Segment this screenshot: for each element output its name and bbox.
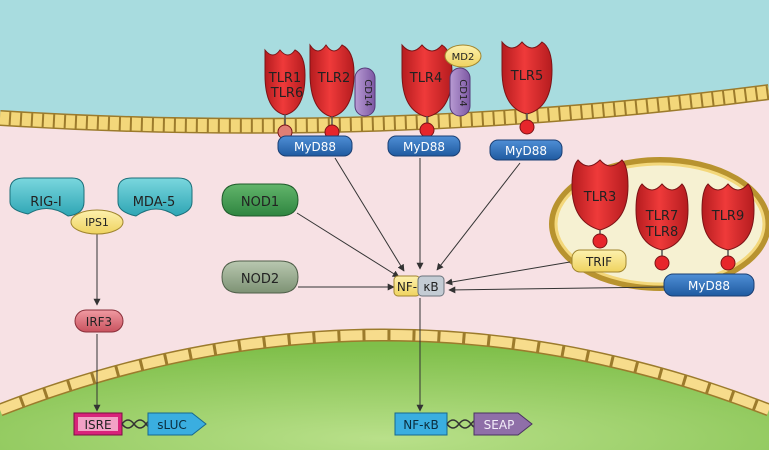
plasma-membrane xyxy=(0,84,769,134)
cd14-a: CD14 xyxy=(354,67,376,117)
isre-promoter: ISRE xyxy=(73,412,123,436)
myd88-1-label: MyD88 xyxy=(294,140,336,154)
tlr3-receptor xyxy=(571,159,629,249)
mda5-label: MDA-5 xyxy=(133,195,176,210)
md2-protein: MD2 xyxy=(444,44,482,68)
myd88-2-label: MyD88 xyxy=(403,140,445,154)
tlr3-label: TLR3 xyxy=(583,190,617,205)
myd88-3-label: MyD88 xyxy=(505,144,547,158)
myd88-adaptor-2: MyD88 xyxy=(387,135,461,157)
myd88-adaptor-1: MyD88 xyxy=(277,135,353,157)
tlr5-label: TLR5 xyxy=(510,69,544,84)
seap-label: SEAP xyxy=(484,418,515,432)
kb-label: κB xyxy=(423,280,438,294)
tlr2-label: TLR2 xyxy=(317,71,351,86)
ips1-adaptor: IPS1 xyxy=(70,209,124,235)
nfkb-promoter: NF-κB xyxy=(394,412,448,436)
nf-label: NF- xyxy=(397,280,417,294)
mda5-protein: MDA-5 xyxy=(117,177,193,217)
tlr5-receptor xyxy=(501,40,553,135)
irf3-factor: IRF3 xyxy=(74,309,124,333)
md2-label: MD2 xyxy=(452,52,475,63)
trif-adaptor: TRIF xyxy=(571,249,627,273)
cd14-b: CD14 xyxy=(449,67,471,117)
trif-label: TRIF xyxy=(585,255,612,269)
tlr8-label: TLR8 xyxy=(645,225,679,240)
tlr7-tlr8-receptor xyxy=(635,183,689,271)
sluc-label: sLUC xyxy=(157,418,187,432)
tlr1-tlr6-receptor xyxy=(264,48,306,140)
isre-label: ISRE xyxy=(84,418,111,432)
myd88-adaptor-3: MyD88 xyxy=(489,139,563,161)
rig1-protein: RIG-I xyxy=(9,177,85,217)
nfkb-complex: NF- κB xyxy=(393,275,445,297)
nfkb-promoter-label: NF-κB xyxy=(403,418,439,432)
cd14-a-label: CD14 xyxy=(362,79,373,106)
tlr6-label: TLR6 xyxy=(270,86,304,101)
tlr2-receptor xyxy=(309,43,355,140)
nod1-label: NOD1 xyxy=(241,195,279,210)
tlr7-label: TLR7 xyxy=(645,209,679,224)
tlr4-label: TLR4 xyxy=(409,71,443,86)
extracellular-space xyxy=(0,0,769,126)
cd14-b-label: CD14 xyxy=(457,79,468,106)
myd88-endo-label: MyD88 xyxy=(688,279,730,293)
nod1-protein: NOD1 xyxy=(221,183,299,217)
tlr9-receptor xyxy=(701,183,755,271)
tlr9-label: TLR9 xyxy=(711,209,745,224)
tlr1-label: TLR1 xyxy=(268,71,302,86)
sluc-reporter: sLUC xyxy=(147,412,207,436)
seap-reporter: SEAP xyxy=(473,412,533,436)
rig1-label: RIG-I xyxy=(30,195,61,210)
nod2-protein: NOD2 xyxy=(221,260,299,294)
irf3-label: IRF3 xyxy=(86,315,112,329)
signal-arrows xyxy=(93,157,665,412)
ips1-label: IPS1 xyxy=(85,216,109,229)
myd88-adaptor-endosomal: MyD88 xyxy=(663,273,755,297)
tlr4-receptor xyxy=(401,43,453,138)
nod2-label: NOD2 xyxy=(241,272,279,287)
